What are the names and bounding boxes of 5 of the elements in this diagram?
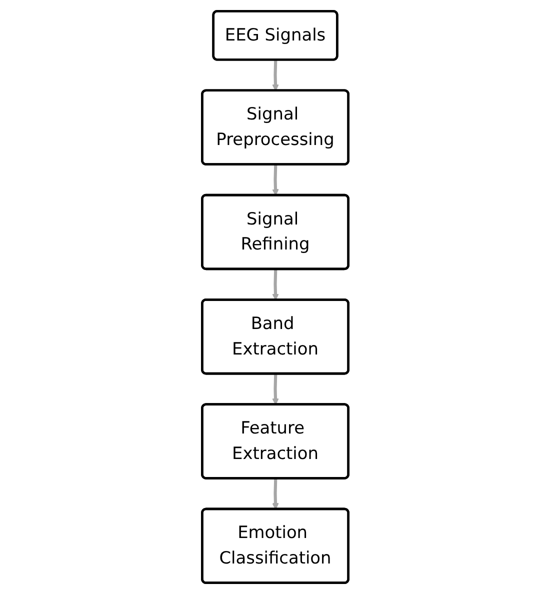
arrow <box>272 164 280 196</box>
arrow <box>272 60 280 92</box>
arrow <box>272 478 280 510</box>
arrow <box>272 374 280 406</box>
arrow <box>272 269 280 300</box>
